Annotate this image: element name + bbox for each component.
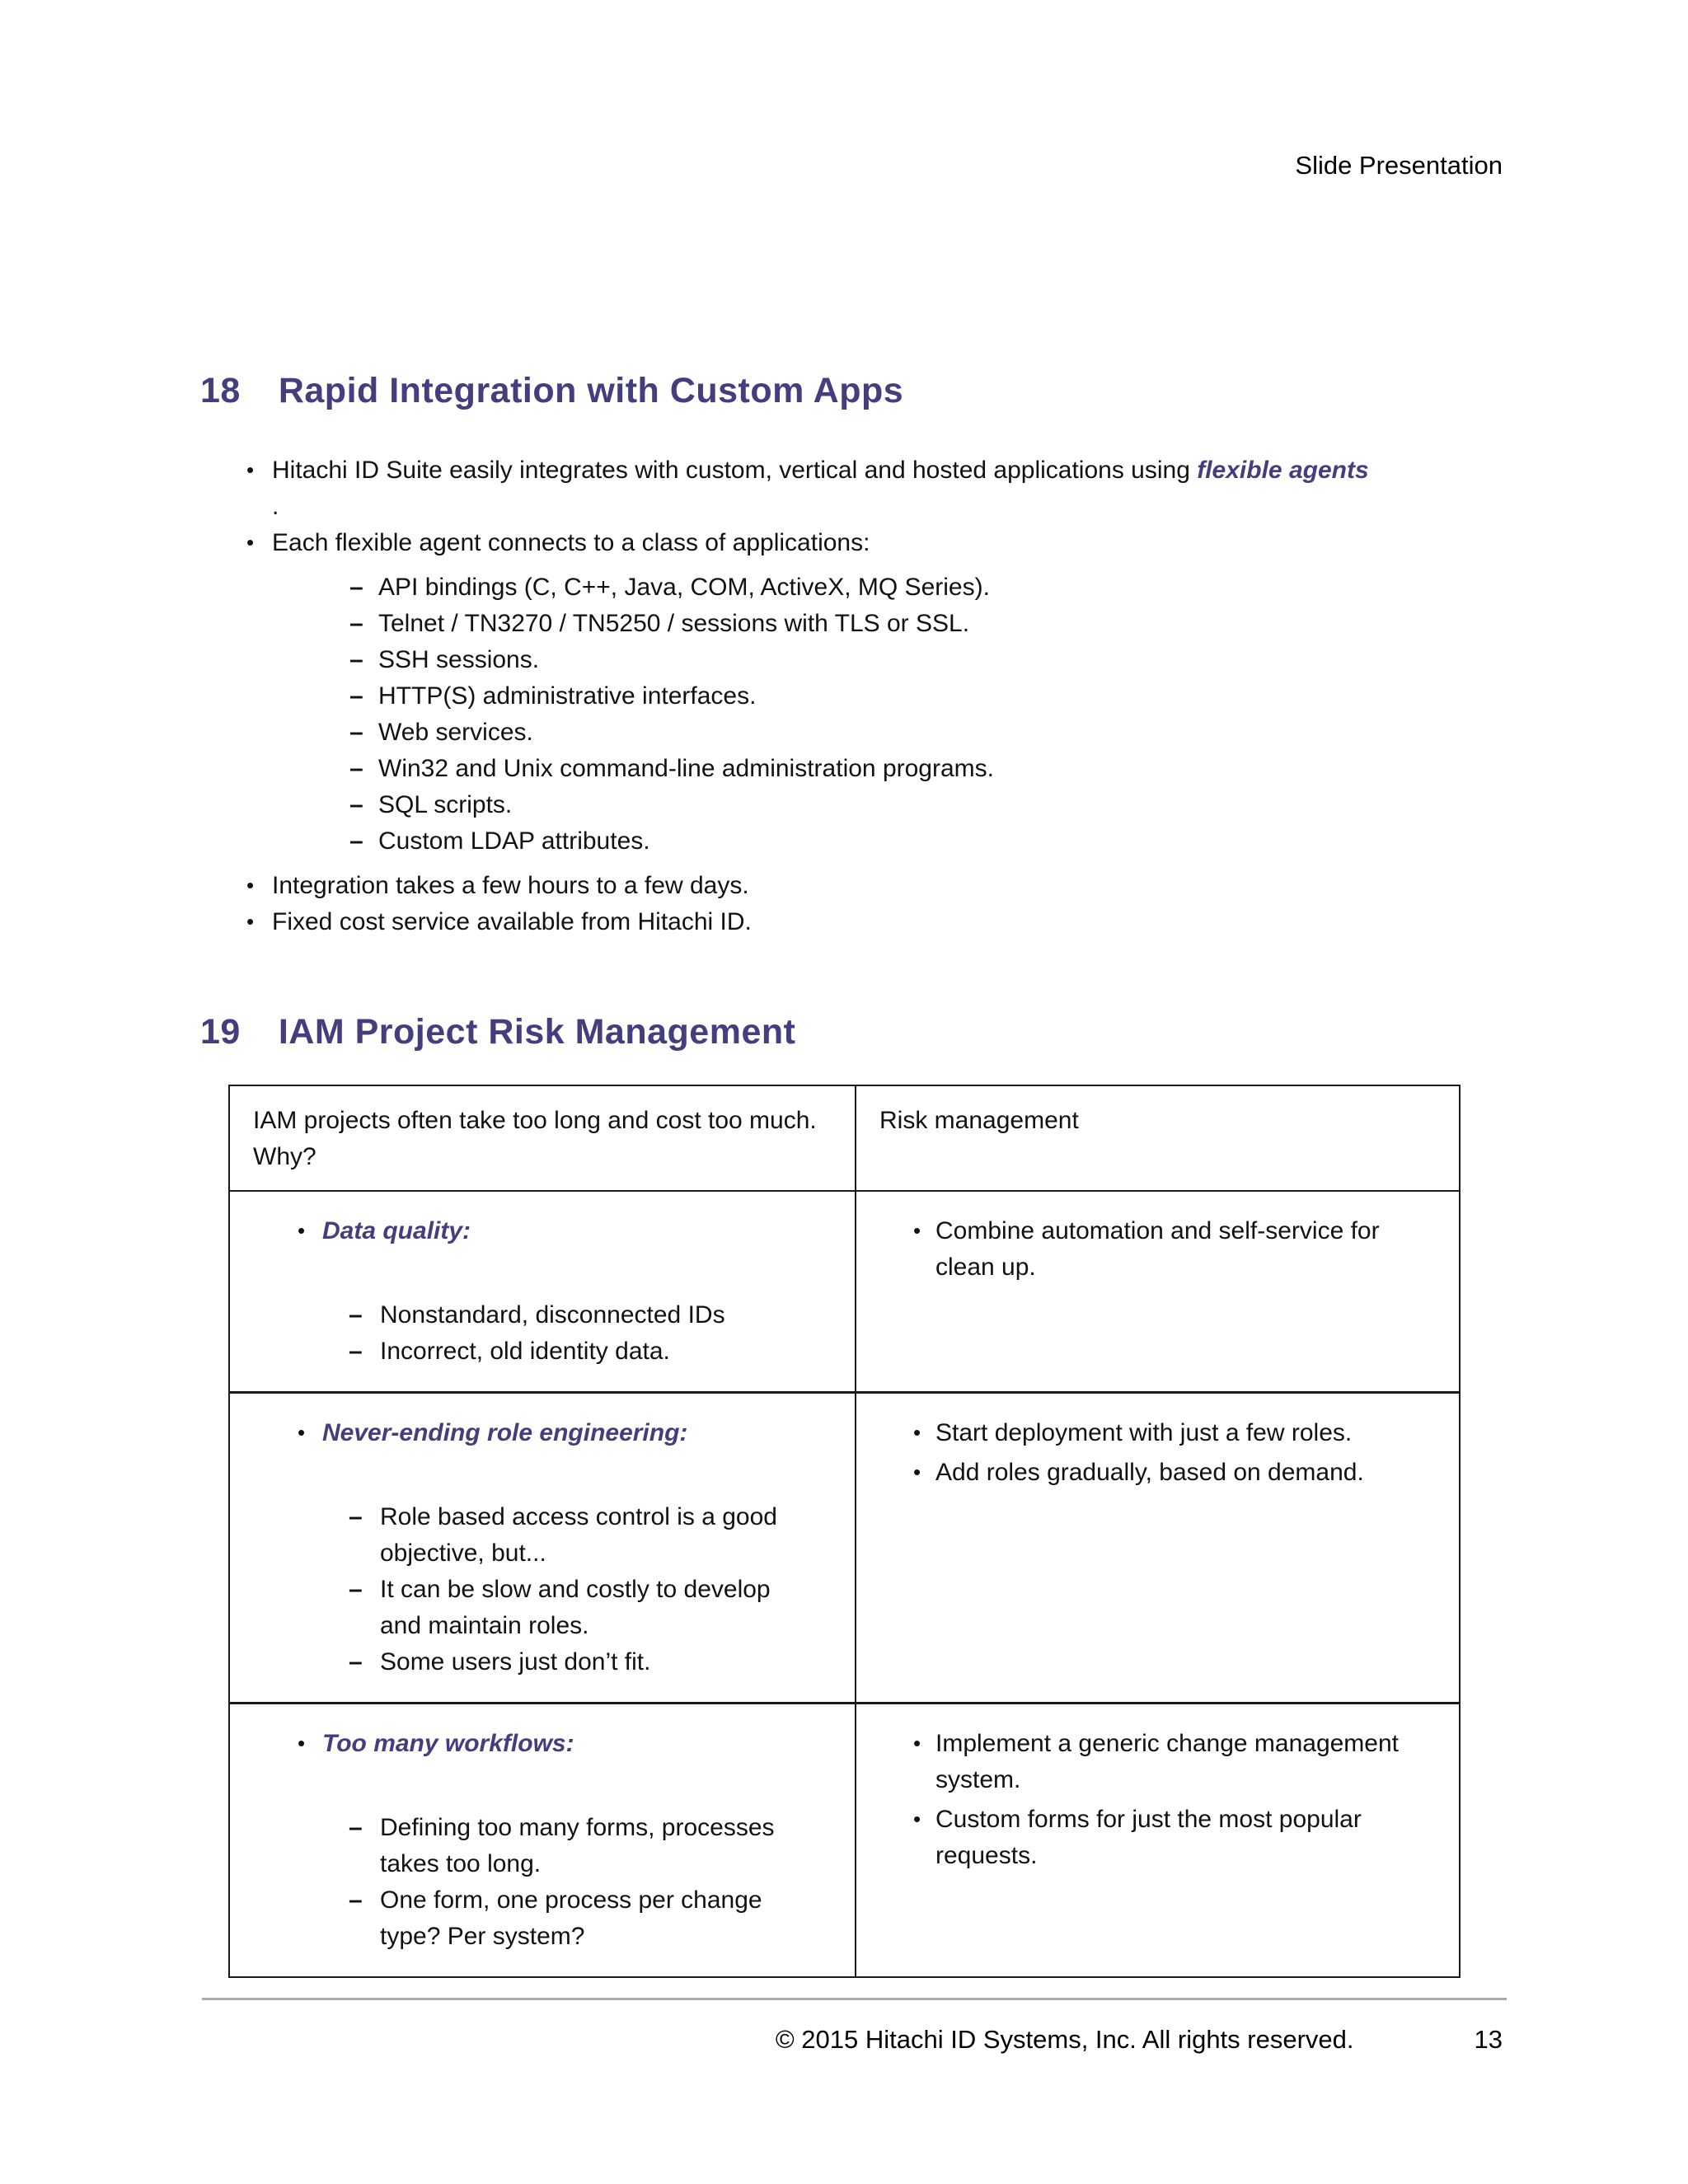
table-header-problems: IAM projects often take too long and cos… bbox=[228, 1085, 856, 1192]
problem-details-list: Role based access control is a good obje… bbox=[322, 1499, 809, 1680]
intro-bullet-line: Hitachi ID Suite easily integrates with … bbox=[272, 457, 1369, 484]
table-header-row: IAM projects often take too long and cos… bbox=[228, 1085, 1461, 1192]
problem-cell: Too many workflows: Defining too many fo… bbox=[228, 1702, 856, 1978]
intro-bullet-text: Hitachi ID Suite easily integrates with … bbox=[272, 457, 1198, 484]
solutions-cell: Implement a generic change management sy… bbox=[855, 1702, 1461, 1978]
agent-type-item: HTTP(S) administrative interfaces. bbox=[245, 678, 1531, 715]
section-18-heading: 18 Rapid Integration with Custom Apps bbox=[200, 371, 903, 411]
running-header: Slide Presentation bbox=[1295, 151, 1503, 180]
problem-detail-item: One form, one process per change type? P… bbox=[322, 1882, 809, 1955]
section-18-content: Hitachi ID Suite easily integrates with … bbox=[245, 452, 1531, 940]
problem-detail-item: Role based access control is a good obje… bbox=[322, 1499, 809, 1572]
solutions-cell: Combine automation and self-service for … bbox=[855, 1190, 1461, 1394]
table-row: Too many workflows: Defining too many fo… bbox=[228, 1702, 1461, 1978]
section-19-number: 19 bbox=[200, 1012, 241, 1052]
problem-title: Never-ending role engineering: bbox=[298, 1414, 809, 1451]
agent-type-item: Custom LDAP attributes. bbox=[245, 823, 1531, 860]
problem-details-list: Defining too many forms, processes takes… bbox=[322, 1810, 809, 1955]
running-header-text: Slide Presentation bbox=[1295, 151, 1503, 180]
footer-page-number: 13 bbox=[1474, 2025, 1503, 2054]
agent-type-item: SSH sessions. bbox=[245, 642, 1531, 678]
intro-bullet-trailing-period: . bbox=[272, 493, 279, 520]
agent-types-list: API bindings (C, C++, Java, COM, ActiveX… bbox=[245, 569, 1531, 860]
intro-bullet-item: Hitachi ID Suite easily integrates with … bbox=[245, 452, 1531, 525]
table-row: Data quality: Nonstandard, disconnected … bbox=[228, 1190, 1461, 1394]
section-18-title: Rapid Integration with Custom Apps bbox=[278, 371, 904, 410]
solution-item: Custom forms for just the most popular r… bbox=[913, 1801, 1434, 1874]
agent-type-item: Telnet / TN3270 / TN5250 / sessions with… bbox=[245, 606, 1531, 642]
closing-bullet-item: Integration takes a few hours to a few d… bbox=[245, 867, 1531, 904]
solutions-list: Combine automation and self-service for … bbox=[913, 1212, 1434, 1286]
section-19-title: IAM Project Risk Management bbox=[278, 1012, 796, 1052]
agent-type-item: Web services. bbox=[245, 715, 1531, 751]
table-body: Data quality: Nonstandard, disconnected … bbox=[228, 1190, 1461, 1978]
solutions-list: Implement a generic change management sy… bbox=[913, 1725, 1434, 1874]
page-footer: © 2015 Hitachi ID Systems, Inc. All righ… bbox=[776, 2023, 1503, 2056]
closing-bullet-item: Fixed cost service available from Hitach… bbox=[245, 903, 1531, 940]
problem-details-list: Nonstandard, disconnected IDs Incorrect,… bbox=[322, 1297, 809, 1370]
closing-bullets: Integration takes a few hours to a few d… bbox=[245, 867, 1531, 940]
problem-title: Too many workflows: bbox=[298, 1725, 809, 1762]
problem-cell: Never-ending role engineering: Role base… bbox=[228, 1391, 856, 1704]
solution-item: Add roles gradually, based on demand. bbox=[913, 1454, 1434, 1491]
problem-detail-item: It can be slow and costly to develop and… bbox=[322, 1572, 809, 1644]
footer-rule bbox=[202, 1998, 1507, 2000]
table-row: Never-ending role engineering: Role base… bbox=[228, 1391, 1461, 1704]
problem-cell: Data quality: Nonstandard, disconnected … bbox=[228, 1190, 856, 1394]
agent-type-item: API bindings (C, C++, Java, COM, ActiveX… bbox=[245, 569, 1531, 606]
agents-intro-text: Each flexible agent connects to a class … bbox=[272, 529, 870, 556]
problem-detail-item: Defining too many forms, processes takes… bbox=[322, 1810, 809, 1882]
solutions-list: Start deployment with just a few roles. … bbox=[913, 1414, 1434, 1491]
agent-type-item: SQL scripts. bbox=[245, 787, 1531, 823]
section-19-heading: 19 IAM Project Risk Management bbox=[200, 1012, 795, 1052]
agents-intro-bullet-item: Each flexible agent connects to a class … bbox=[245, 524, 1531, 561]
agent-type-item: Win32 and Unix command-line administrati… bbox=[245, 751, 1531, 787]
solution-item: Implement a generic change management sy… bbox=[913, 1725, 1434, 1798]
footer-copyright: © 2015 Hitachi ID Systems, Inc. All righ… bbox=[775, 2025, 1354, 2054]
solutions-cell: Start deployment with just a few roles. … bbox=[855, 1391, 1461, 1704]
problem-detail-item: Nonstandard, disconnected IDs bbox=[322, 1297, 809, 1333]
problem-detail-item: Some users just don’t fit. bbox=[322, 1644, 809, 1680]
problem-detail-item: Incorrect, old identity data. bbox=[322, 1333, 809, 1370]
solution-item: Combine automation and self-service for … bbox=[913, 1212, 1434, 1286]
problem-title: Data quality: bbox=[298, 1212, 809, 1249]
solution-item: Start deployment with just a few roles. bbox=[913, 1414, 1434, 1451]
flexible-agents-highlight: flexible agents bbox=[1197, 457, 1369, 484]
section-18-number: 18 bbox=[200, 371, 241, 410]
table-header-risk: Risk management bbox=[855, 1085, 1461, 1192]
risk-management-table: IAM projects often take too long and cos… bbox=[228, 1085, 1461, 1978]
